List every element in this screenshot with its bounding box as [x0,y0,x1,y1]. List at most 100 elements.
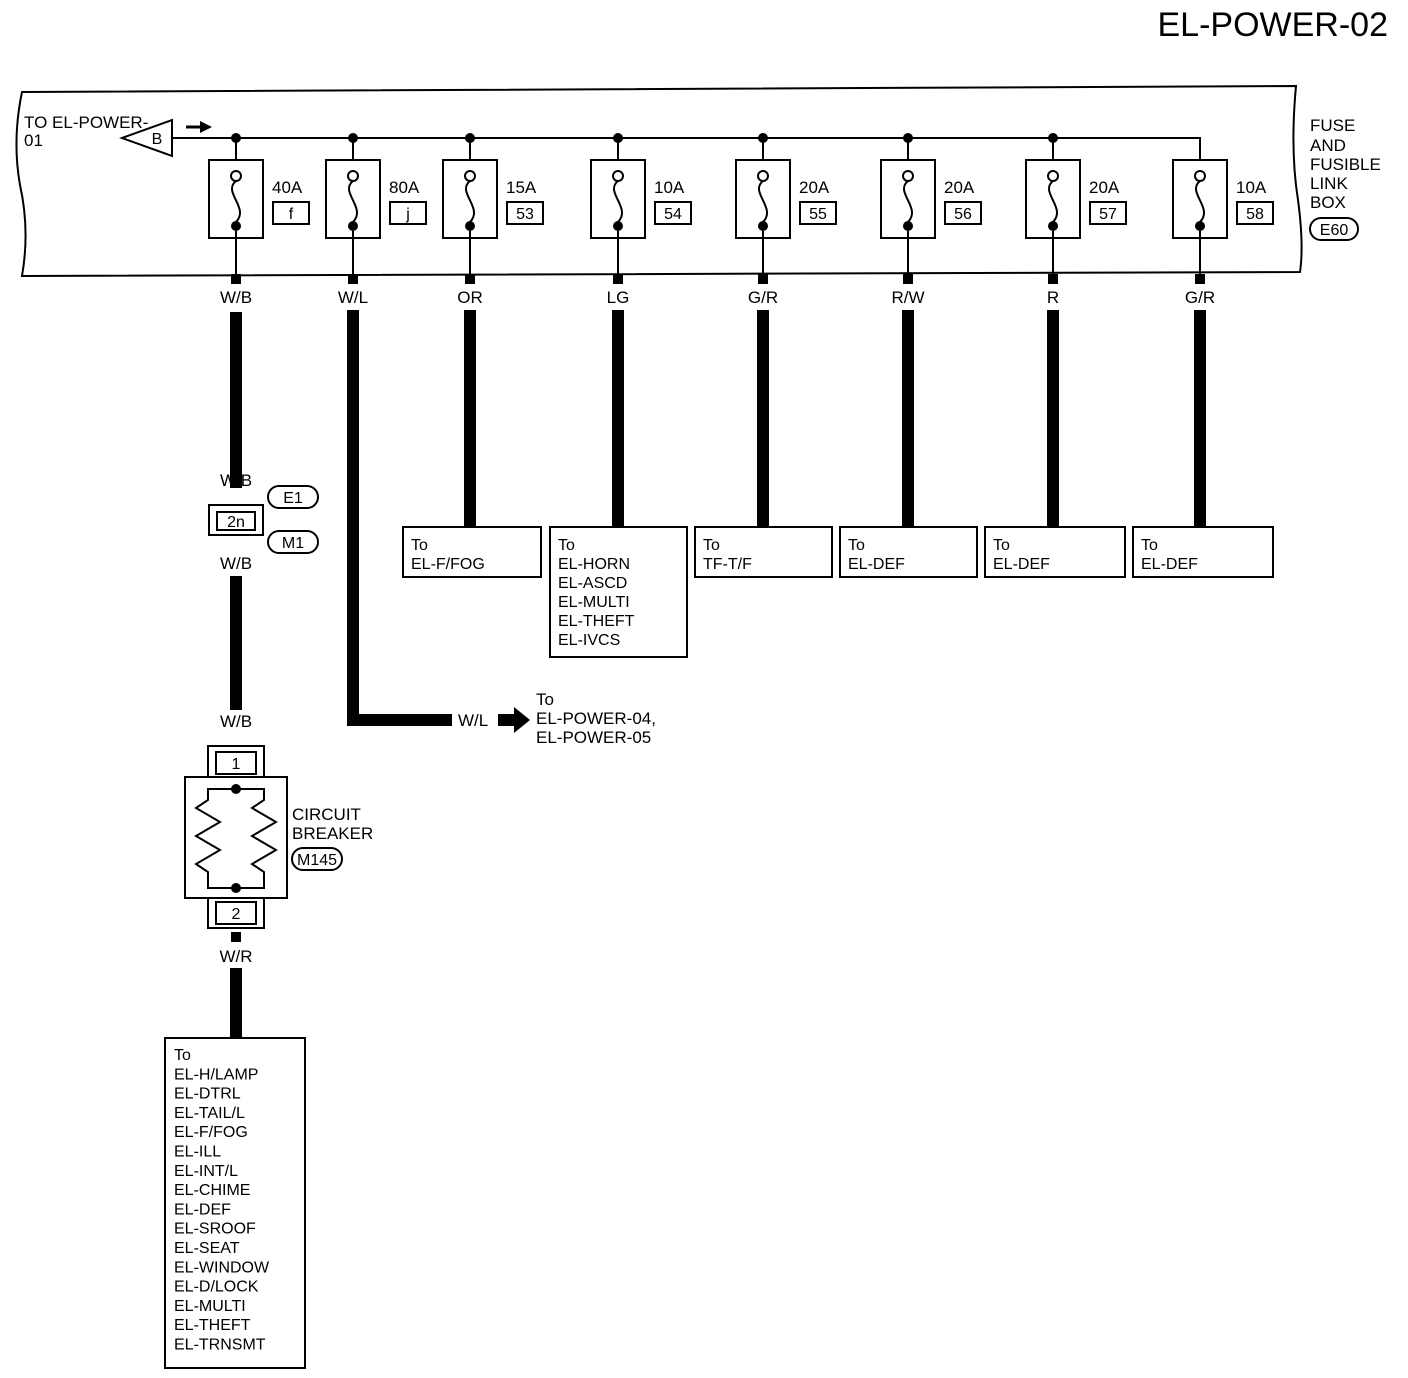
fuse-rating: 15A [506,178,537,197]
fuse-terminal [613,221,623,231]
wire-label-wb-below-joint: W/B [220,554,252,573]
destination-line: To [848,537,865,554]
destination-box [694,526,833,578]
breaker-destination-line: EL-TRNSMT [174,1337,266,1354]
fuse-id-box [272,201,310,225]
breaker-pin-in: 1 [232,756,241,773]
wire-terminal [903,274,913,284]
joint-connector-pin: 2n [227,514,245,531]
destination-box [839,526,978,578]
breaker-element-right [236,788,278,889]
breaker-element-left [194,788,236,889]
fuse-terminal [903,221,913,231]
breaker-connector-id: M145 [297,852,337,869]
fuse-terminal [1047,170,1059,182]
wire-label: W/L [338,288,368,307]
fuses-layer: 40AfW/B80AjW/L15A53OR10A54LG20A55G/R20A5… [208,133,1274,307]
destination-line: EL-DEF [1141,556,1198,573]
wire-terminal [1195,274,1205,284]
fuse-rating: 20A [799,178,830,197]
destination-box [402,526,542,578]
circuit-breaker: 1 2 CIRCUIT BREAKER M145 [184,745,373,929]
page-title: EL-POWER-02 [1158,6,1389,44]
destination-box [549,526,688,658]
breaker-destination-line: EL-SEAT [174,1240,240,1257]
breaker-destination-line: EL-ILL [174,1144,221,1161]
breaker-destination-line: EL-DEF [174,1201,231,1218]
wire-label: R/W [891,288,924,307]
breaker-destination-line: EL-WINDOW [174,1259,270,1276]
fuse-box-label-line: AND [1310,136,1346,155]
fuse-j: 80A jW/L [325,133,427,307]
breaker-destination-box [164,1037,306,1369]
fuse-element [757,180,769,223]
fuse-terminal [230,170,242,182]
destination-line: EL-ASCD [558,575,627,592]
fuse-terminal [465,221,475,231]
breaker-destination-line: EL-THEFT [174,1317,251,1334]
breaker-destination-line: EL-F/FOG [174,1124,248,1141]
fuse-element [902,180,914,223]
fuse-id-box [1089,201,1127,225]
destination-line: EL-THEFT [558,613,635,630]
fuse-element [464,180,476,223]
fuse-rating: 40A [272,178,303,197]
fuse-id: j [405,206,410,223]
fuse-element [1194,180,1206,223]
breaker-destination-line: EL-DTRL [174,1086,241,1103]
breaker-destination-line: To [174,1047,191,1064]
fuse-id: f [289,206,294,223]
fuse-element [230,180,242,223]
destination-line: EL-DEF [848,556,905,573]
destination-box [1132,526,1274,578]
wire-terminal [613,274,623,284]
fuse-terminal [348,221,358,231]
fuse-id-box [389,201,427,225]
fuse-terminal [347,170,359,182]
breaker-destination-lines: ToEL-H/LAMPEL-DTRLEL-TAIL/LEL-F/FOGEL-IL… [174,1047,270,1354]
destination-line: To [703,537,720,554]
wire-terminal [231,932,241,942]
destination-line: TF-T/F [703,556,752,573]
wire-terminal [465,274,475,284]
fuse-box-label: FUSE AND FUSIBLE LINK BOX E60 [1309,116,1381,241]
connector-oval [267,485,319,509]
breaker-label-line: CIRCUIT [292,805,361,824]
branch-destination-line: EL-POWER-05 [536,728,651,747]
wire-label: W/B [220,288,252,307]
fuse-box-label-line: LINK [1310,174,1348,193]
fuse-box-label-line: FUSIBLE [1310,155,1381,174]
fuse-id-box [654,201,692,225]
fuse-terminal [902,170,914,182]
fuse-rating: 80A [389,178,420,197]
branch-destination-line: EL-POWER-04, [536,709,656,728]
fuse-id-box [944,201,982,225]
breaker-node [231,784,241,794]
destination-line: To [411,537,428,554]
fuse-box-connector-id: E60 [1320,222,1349,239]
connector-oval [1309,217,1359,241]
destination-line: EL-DEF [993,556,1050,573]
breaker-node [231,883,241,893]
fuse-id: 57 [1099,206,1117,223]
destination-box [984,526,1126,578]
branch-arrow [498,707,530,733]
destination-line: EL-MULTI [558,594,630,611]
wire-label-breaker-in: W/B [220,712,252,731]
branch-destination-line: To [536,690,554,709]
wire-label-breaker-out: W/R [219,947,252,966]
breaker-pin-box [215,901,257,925]
fuse-terminal [1194,170,1206,182]
breaker-top-bracket [207,745,265,776]
fuse-id-box [799,201,837,225]
wire-label: G/R [748,288,778,307]
breaker-bottom-bracket [207,898,265,929]
